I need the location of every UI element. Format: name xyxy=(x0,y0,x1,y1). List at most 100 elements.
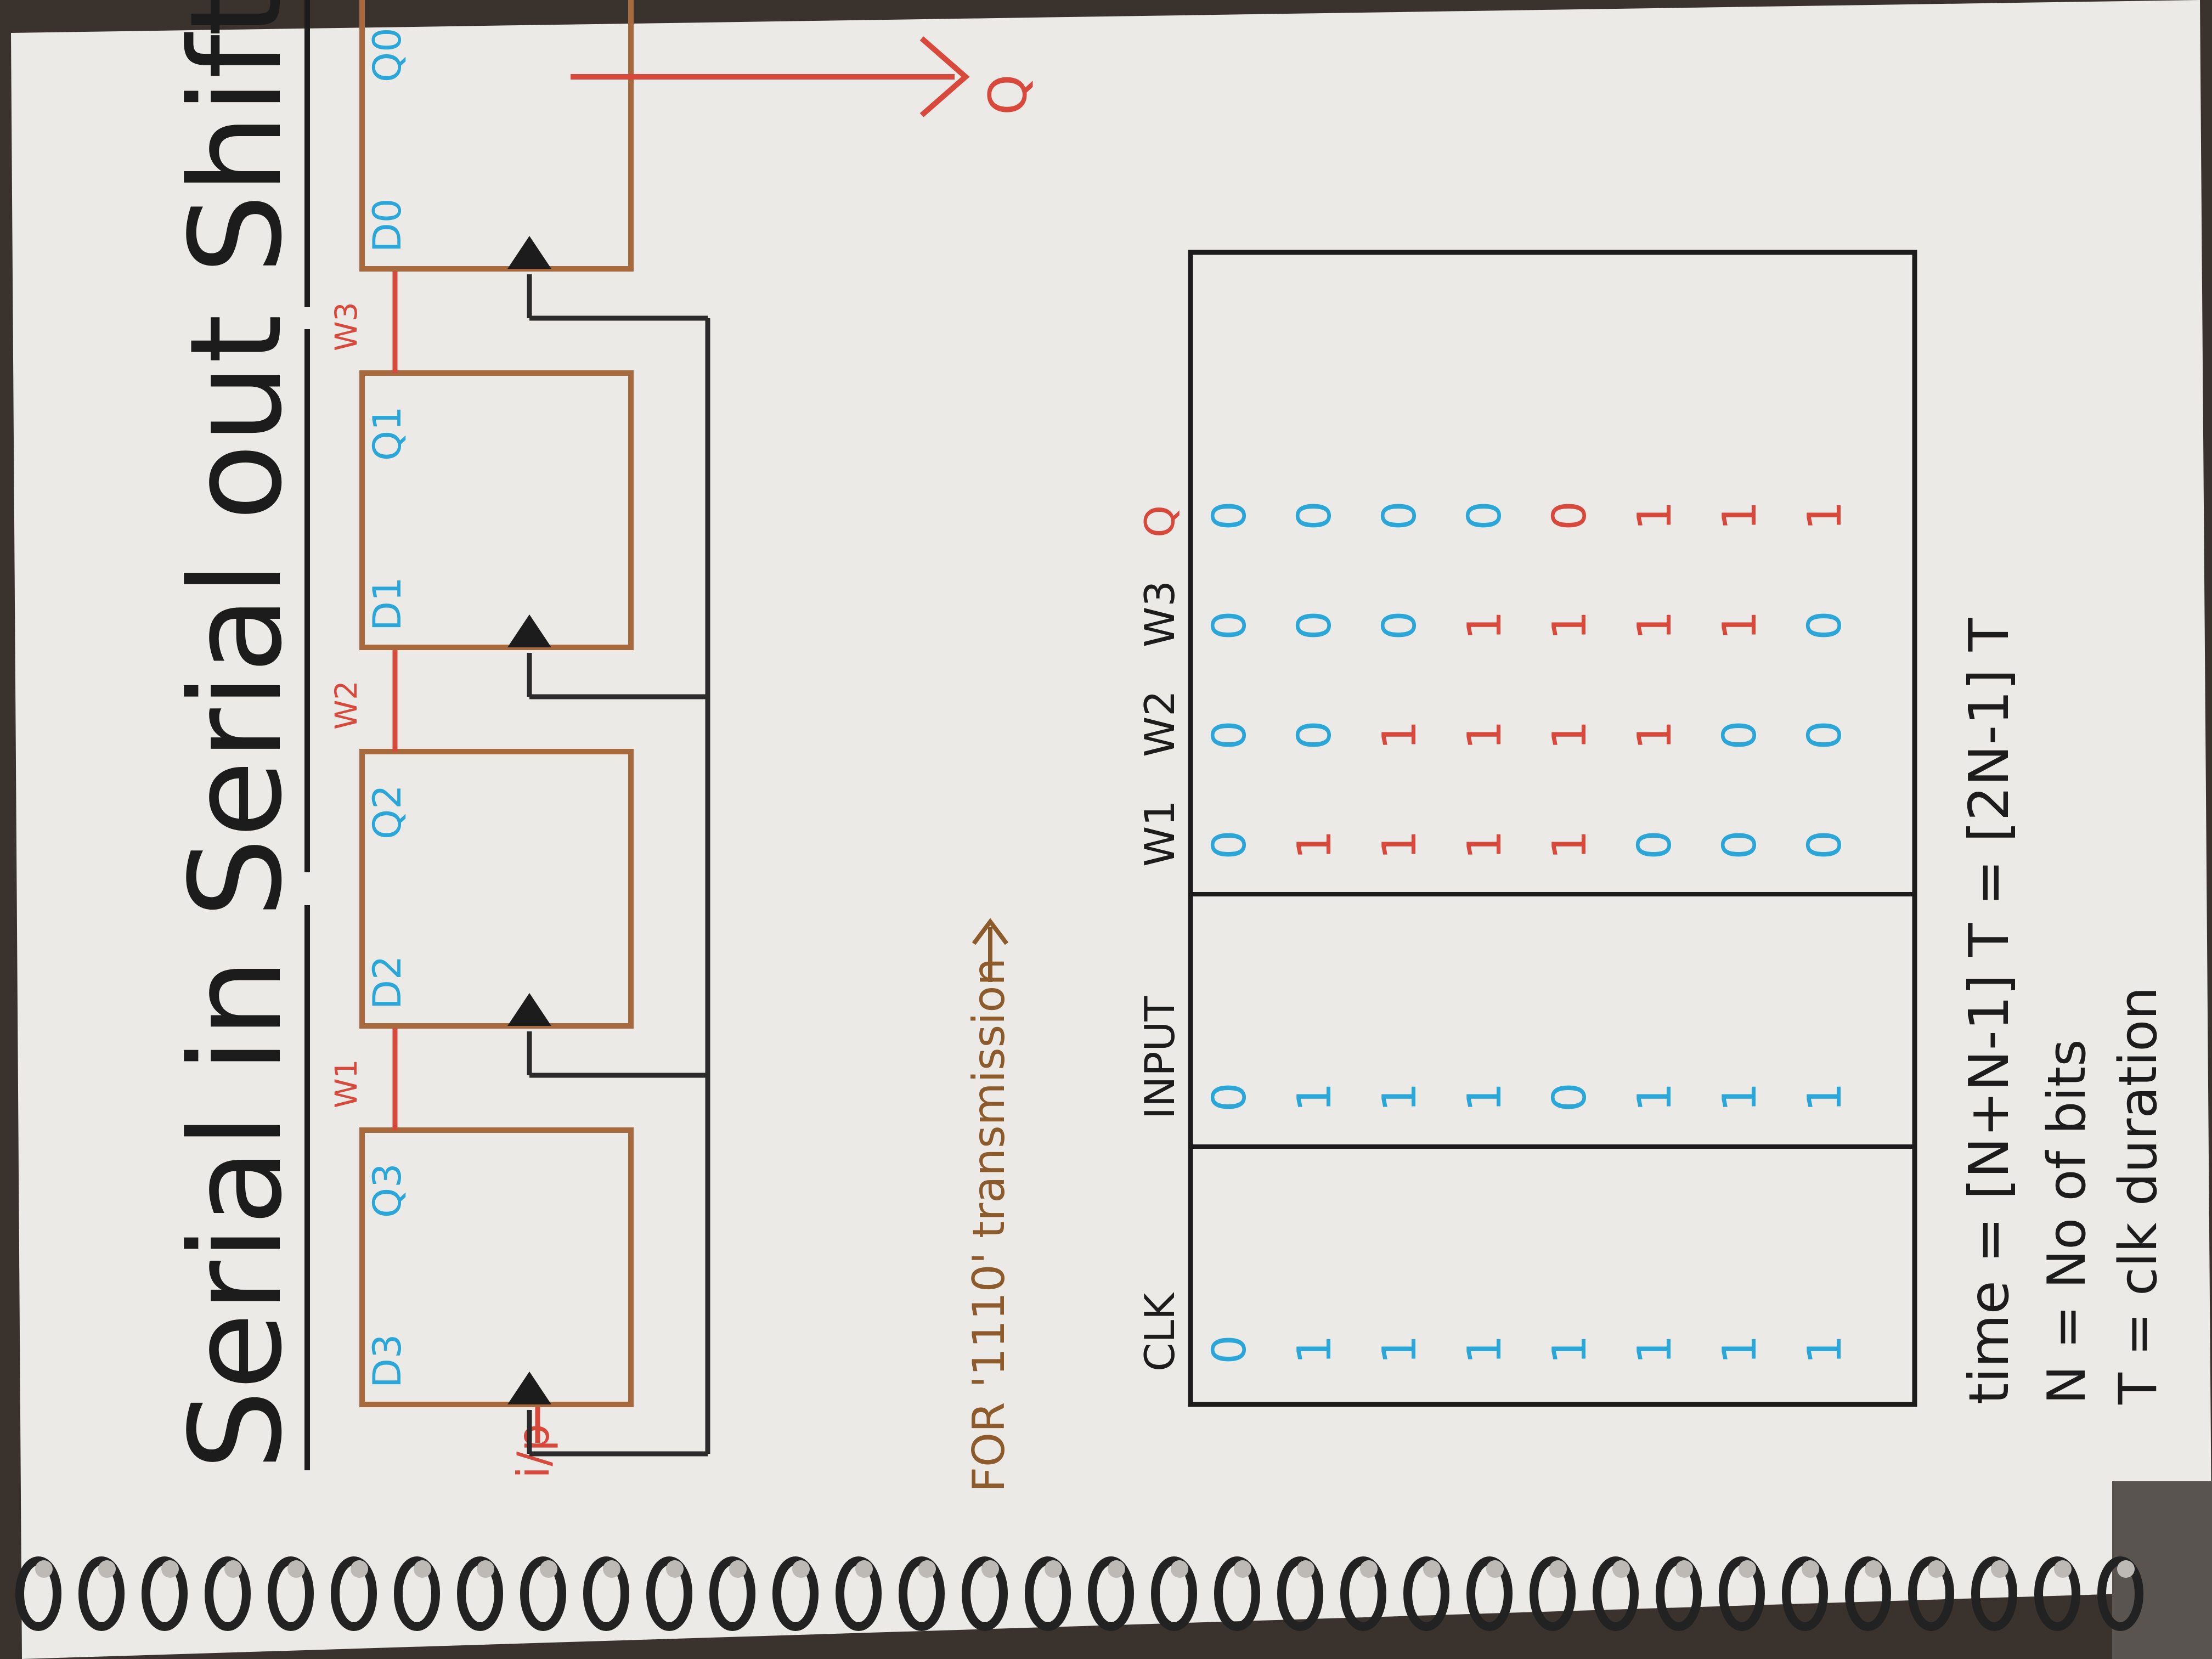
punch-hole xyxy=(1360,1560,1378,1578)
table-header-cell: CLK xyxy=(1136,1292,1184,1372)
punch-hole xyxy=(2054,1560,2072,1578)
punch-hole xyxy=(35,1560,53,1578)
flipflop-q-label: Q0 xyxy=(365,27,410,82)
spiral-ring xyxy=(78,1556,125,1631)
spiral-ring xyxy=(646,1556,692,1631)
table-cell: 1 xyxy=(1543,830,1597,860)
page-content: Serial in Serial out Shift Register: i/p… xyxy=(163,0,2169,1492)
table-cell: 1 xyxy=(1458,830,1512,860)
spiral-ring xyxy=(142,1556,188,1631)
table-header-cell: INPUT xyxy=(1136,996,1184,1119)
spiral-ring xyxy=(1908,1556,1954,1631)
spiral-ring xyxy=(15,1556,61,1631)
transmission-arrow-head xyxy=(972,918,1009,945)
spiral-ring xyxy=(1088,1556,1134,1631)
clock-triangle xyxy=(507,993,551,1026)
punch-hole xyxy=(287,1560,305,1578)
table-cell: 0 xyxy=(1288,501,1342,531)
table-cell: 1 xyxy=(1628,720,1682,750)
spiral-ring xyxy=(520,1556,566,1631)
table-cell: 1 xyxy=(1458,1335,1512,1364)
spiral-ring xyxy=(1719,1556,1765,1631)
table-cell: 0 xyxy=(1543,1082,1597,1112)
table-cell: 1 xyxy=(1628,1335,1682,1364)
flipflop-box xyxy=(359,749,634,1029)
transmission-text: FOR '1110' transmission xyxy=(963,958,1014,1492)
clock-triangle xyxy=(507,1372,551,1404)
punch-hole xyxy=(1423,1560,1441,1578)
punch-hole xyxy=(1108,1560,1125,1578)
wire-label: W1 xyxy=(329,1059,364,1108)
table-cell: 1 xyxy=(1713,501,1767,531)
punch-hole xyxy=(1045,1560,1062,1578)
spiral-binding xyxy=(15,1556,2143,1631)
spiral-ring xyxy=(1656,1556,1702,1631)
punch-hole xyxy=(1297,1560,1314,1578)
flipflop-d-label: D3 xyxy=(365,1334,410,1388)
table-cell: 1 xyxy=(1543,611,1597,640)
spiral-ring xyxy=(205,1556,251,1631)
punch-hole xyxy=(1486,1560,1504,1578)
table-cell: 0 xyxy=(1543,501,1597,531)
punch-hole xyxy=(981,1560,999,1578)
punch-hole xyxy=(351,1560,368,1578)
table-cell: 1 xyxy=(1543,1335,1597,1364)
punch-hole xyxy=(792,1560,810,1578)
punch-hole xyxy=(477,1560,494,1578)
table-cell: 0 xyxy=(1288,720,1342,750)
title-text: Serial in Serial out Shift Register: xyxy=(163,0,310,1470)
table-header-cell: Q xyxy=(1136,505,1184,538)
spiral-ring xyxy=(1403,1556,1449,1631)
table-cell: 1 xyxy=(1288,1335,1342,1364)
spiral-ring xyxy=(2097,1556,2143,1631)
flipflop-box xyxy=(359,370,634,650)
spiral-ring xyxy=(583,1556,629,1631)
punch-hole xyxy=(224,1560,242,1578)
spiral-ring xyxy=(772,1556,819,1631)
shift-register-circuit: i/p D3Q3W1D2Q2W2D1Q1W3D0Q0W4 Q xyxy=(329,0,1039,1479)
table-header-cell: W2 xyxy=(1136,690,1184,757)
spiral-ring xyxy=(962,1556,1008,1631)
table-cell: 1 xyxy=(1798,1335,1852,1364)
wire-label: W2 xyxy=(329,681,364,730)
table-cell: 0 xyxy=(1373,611,1427,640)
transmission-note: FOR '1110' transmission xyxy=(963,918,1014,1492)
table-cell: 0 xyxy=(1203,611,1257,640)
table-cell: 0 xyxy=(1373,501,1427,531)
table-cell: 1 xyxy=(1373,1082,1427,1112)
table-cell: 1 xyxy=(1628,1082,1682,1112)
spiral-ring xyxy=(1845,1556,1891,1631)
output-label: Q xyxy=(978,74,1039,115)
table-cell: 0 xyxy=(1203,720,1257,750)
table-cell: 0 xyxy=(1713,720,1767,750)
table-cell: 0 xyxy=(1458,501,1512,531)
punch-hole xyxy=(1549,1560,1567,1578)
table-cell: 1 xyxy=(1288,830,1342,860)
punch-hole xyxy=(2117,1560,2135,1578)
flipflop-q-label: Q3 xyxy=(365,1163,410,1218)
paper-page xyxy=(11,0,2212,1659)
table-cell: 0 xyxy=(1288,611,1342,640)
table-cell: 0 xyxy=(1203,501,1257,531)
table-border xyxy=(1188,250,1917,1407)
table-cell: 1 xyxy=(1798,501,1852,531)
spiral-ring xyxy=(457,1556,503,1631)
table-cell: 0 xyxy=(1203,1082,1257,1112)
punch-hole xyxy=(540,1560,557,1578)
punch-hole xyxy=(729,1560,747,1578)
table-cell: 0 xyxy=(1628,830,1682,860)
punch-hole xyxy=(1802,1560,1819,1578)
punch-hole xyxy=(1234,1560,1251,1578)
flipflop-d-label: D1 xyxy=(365,577,410,631)
table-cell: 1 xyxy=(1458,720,1512,750)
spiral-ring xyxy=(1593,1556,1639,1631)
formula-block: time = [N+N-1] T = [2N-1] T N = No of bi… xyxy=(1957,617,2169,1405)
spiral-ring xyxy=(1530,1556,1576,1631)
table-cell: 1 xyxy=(1288,1082,1342,1112)
punch-hole xyxy=(161,1560,179,1578)
spiral-ring xyxy=(1782,1556,1828,1631)
table-header-cell: W1 xyxy=(1136,800,1184,867)
punch-hole xyxy=(1171,1560,1188,1578)
punch-hole xyxy=(1675,1560,1693,1578)
